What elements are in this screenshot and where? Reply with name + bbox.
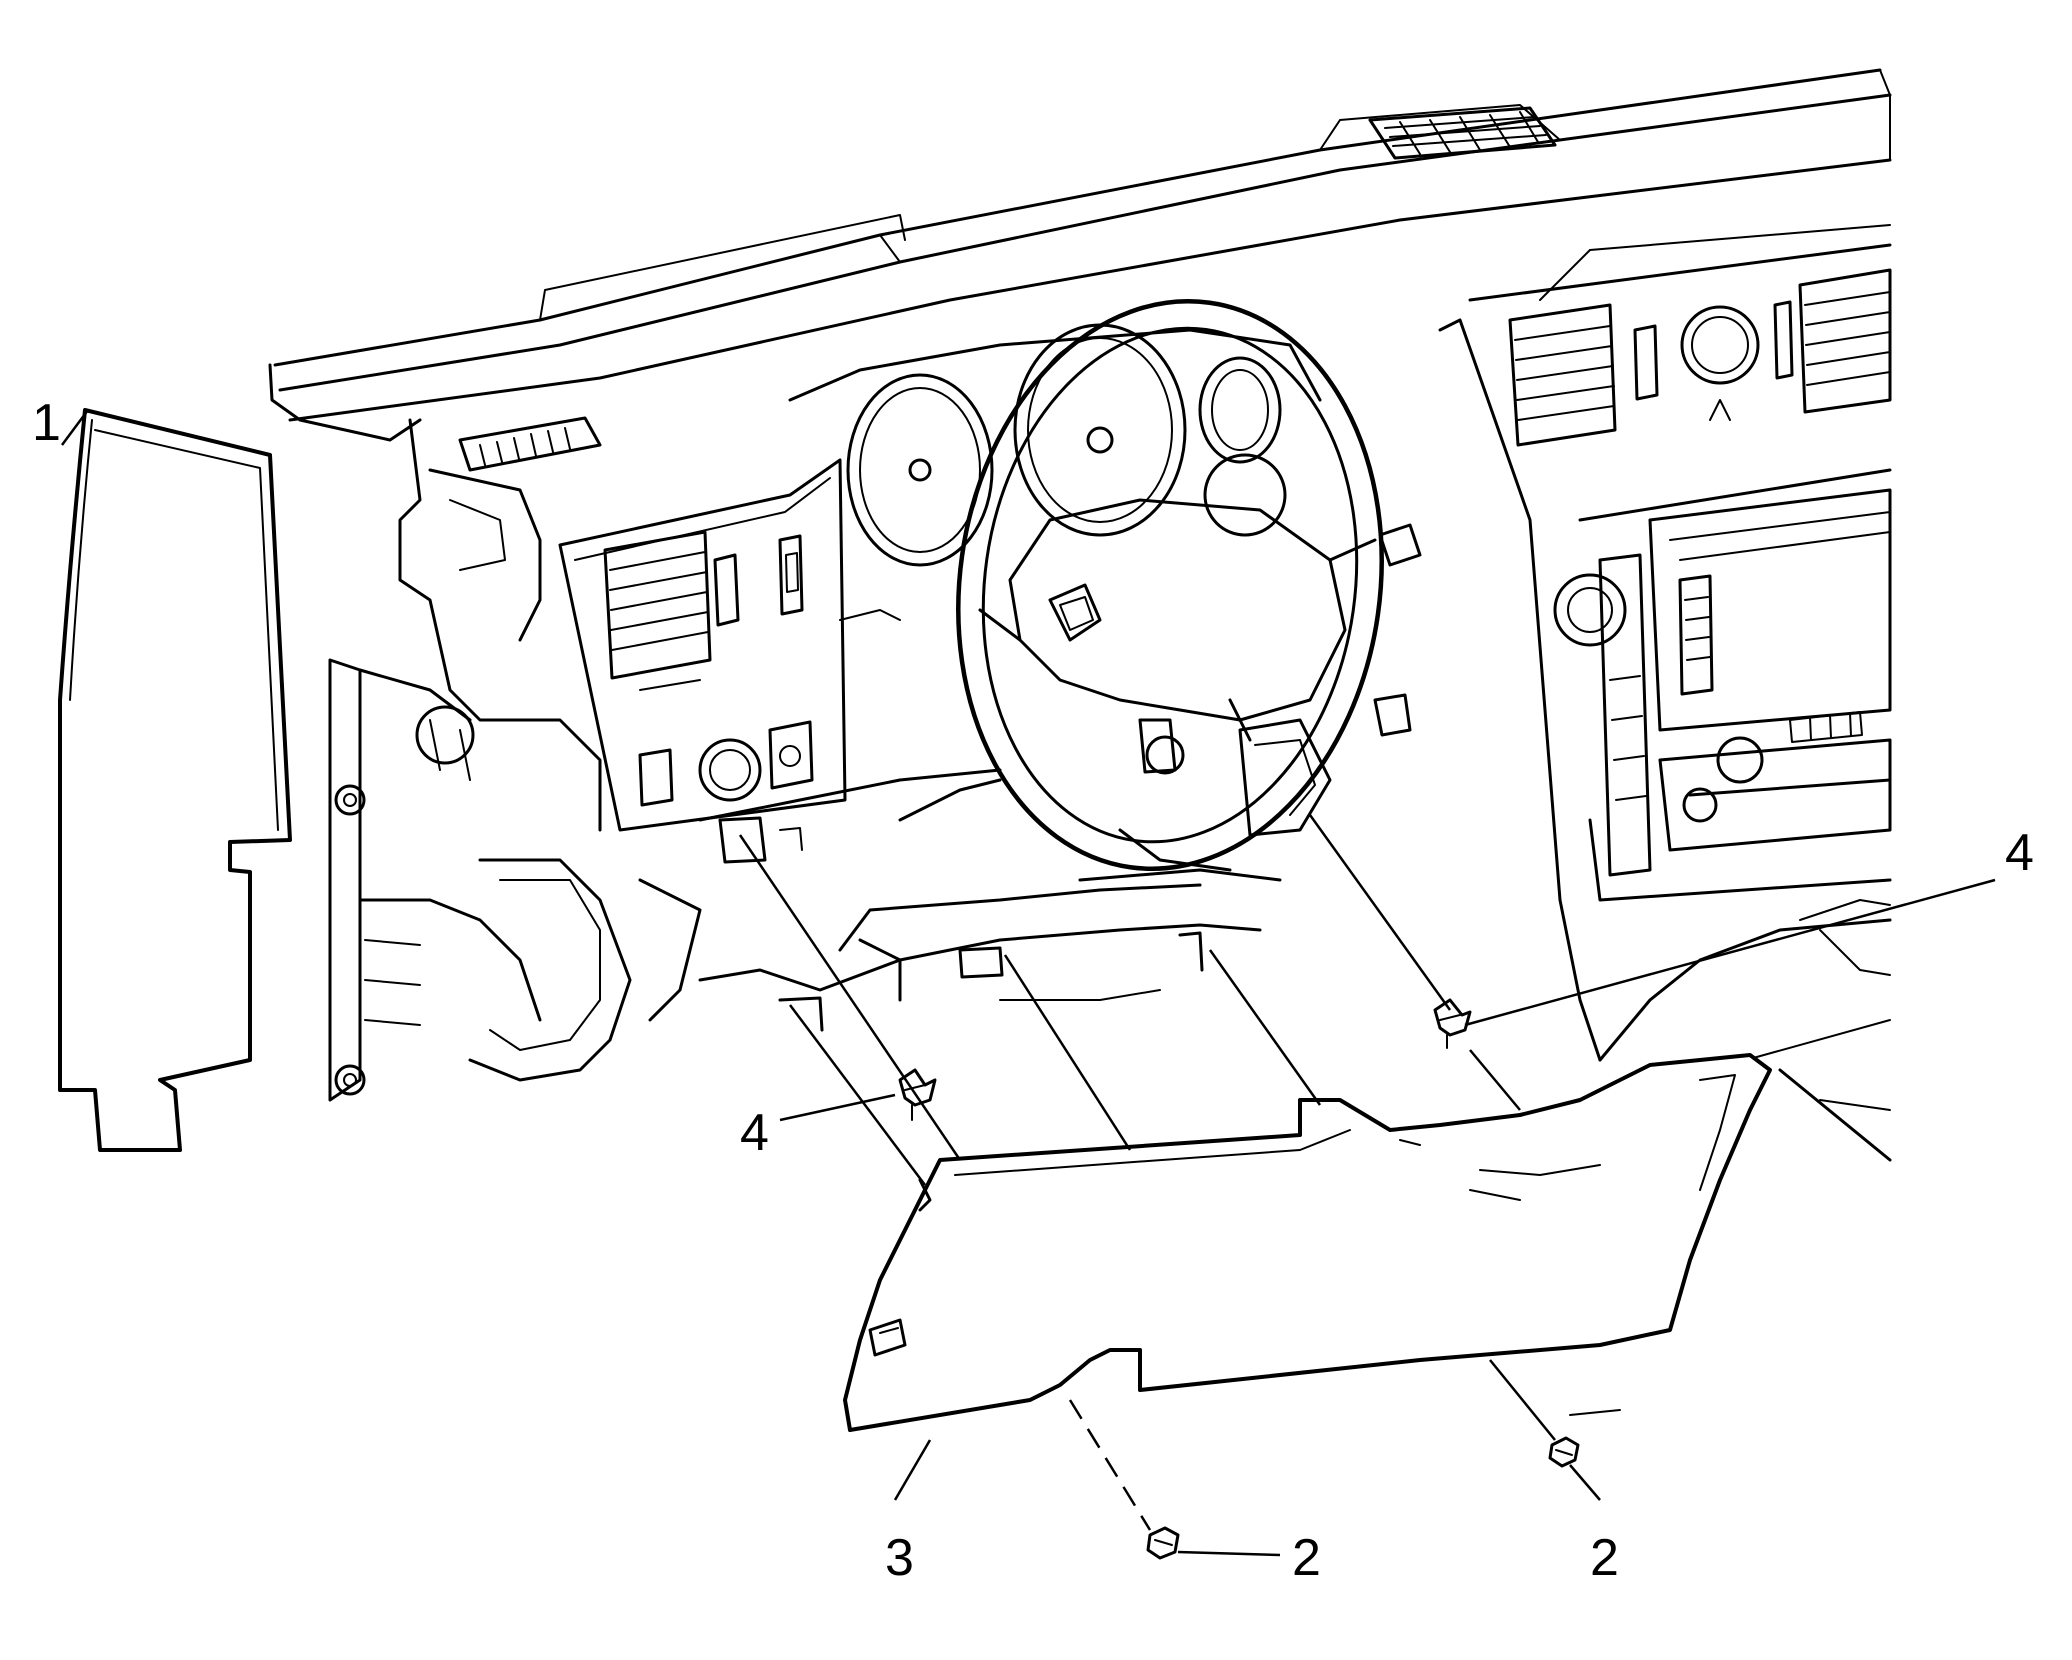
- lower-dash-edge: [698, 768, 1262, 1032]
- left-panel-face: [558, 458, 847, 832]
- bolt-upper-left: [334, 784, 366, 816]
- clip-right: [1433, 998, 1472, 1049]
- screw-center: [1146, 1526, 1180, 1560]
- speaker-grille: [1368, 106, 1557, 160]
- clip-left: [898, 1068, 937, 1121]
- callout-2-right: 2: [1590, 1529, 1619, 1587]
- installation-lines: [738, 814, 1621, 1531]
- center-right-air-vent: [1773, 268, 1892, 414]
- left-dash-end-structure: [328, 418, 702, 1102]
- callout-4-right: 4: [2005, 824, 2034, 882]
- knee-bolster-panel: [843, 1053, 1772, 1432]
- callout-2-center: 2: [1292, 1529, 1321, 1587]
- center-left-air-vent: [1508, 303, 1659, 447]
- left-center-air-vent: [603, 530, 740, 691]
- hazard-knob: [1680, 305, 1760, 421]
- left-end-trim-panel: [58, 408, 292, 1152]
- dash-top-pad: [268, 68, 1892, 442]
- steering-wheel: [956, 299, 1422, 872]
- left-side-air-vent: [458, 416, 602, 472]
- climate-controls: [1658, 711, 1892, 852]
- lower-left-switch-bank: [638, 720, 814, 807]
- center-stack: [1438, 243, 1892, 902]
- screw-right: [1548, 1436, 1580, 1468]
- bolt-lower-left: [334, 1064, 366, 1096]
- headlamp-switch: [778, 534, 804, 616]
- callout-leaders: [60, 409, 1996, 1557]
- instrument-cluster: [788, 323, 1322, 621]
- callout-4-left: 4: [740, 1104, 769, 1162]
- callout-3: 3: [885, 1529, 914, 1587]
- radio-head-unit: [1553, 488, 1892, 732]
- callout-1: 1: [32, 394, 61, 452]
